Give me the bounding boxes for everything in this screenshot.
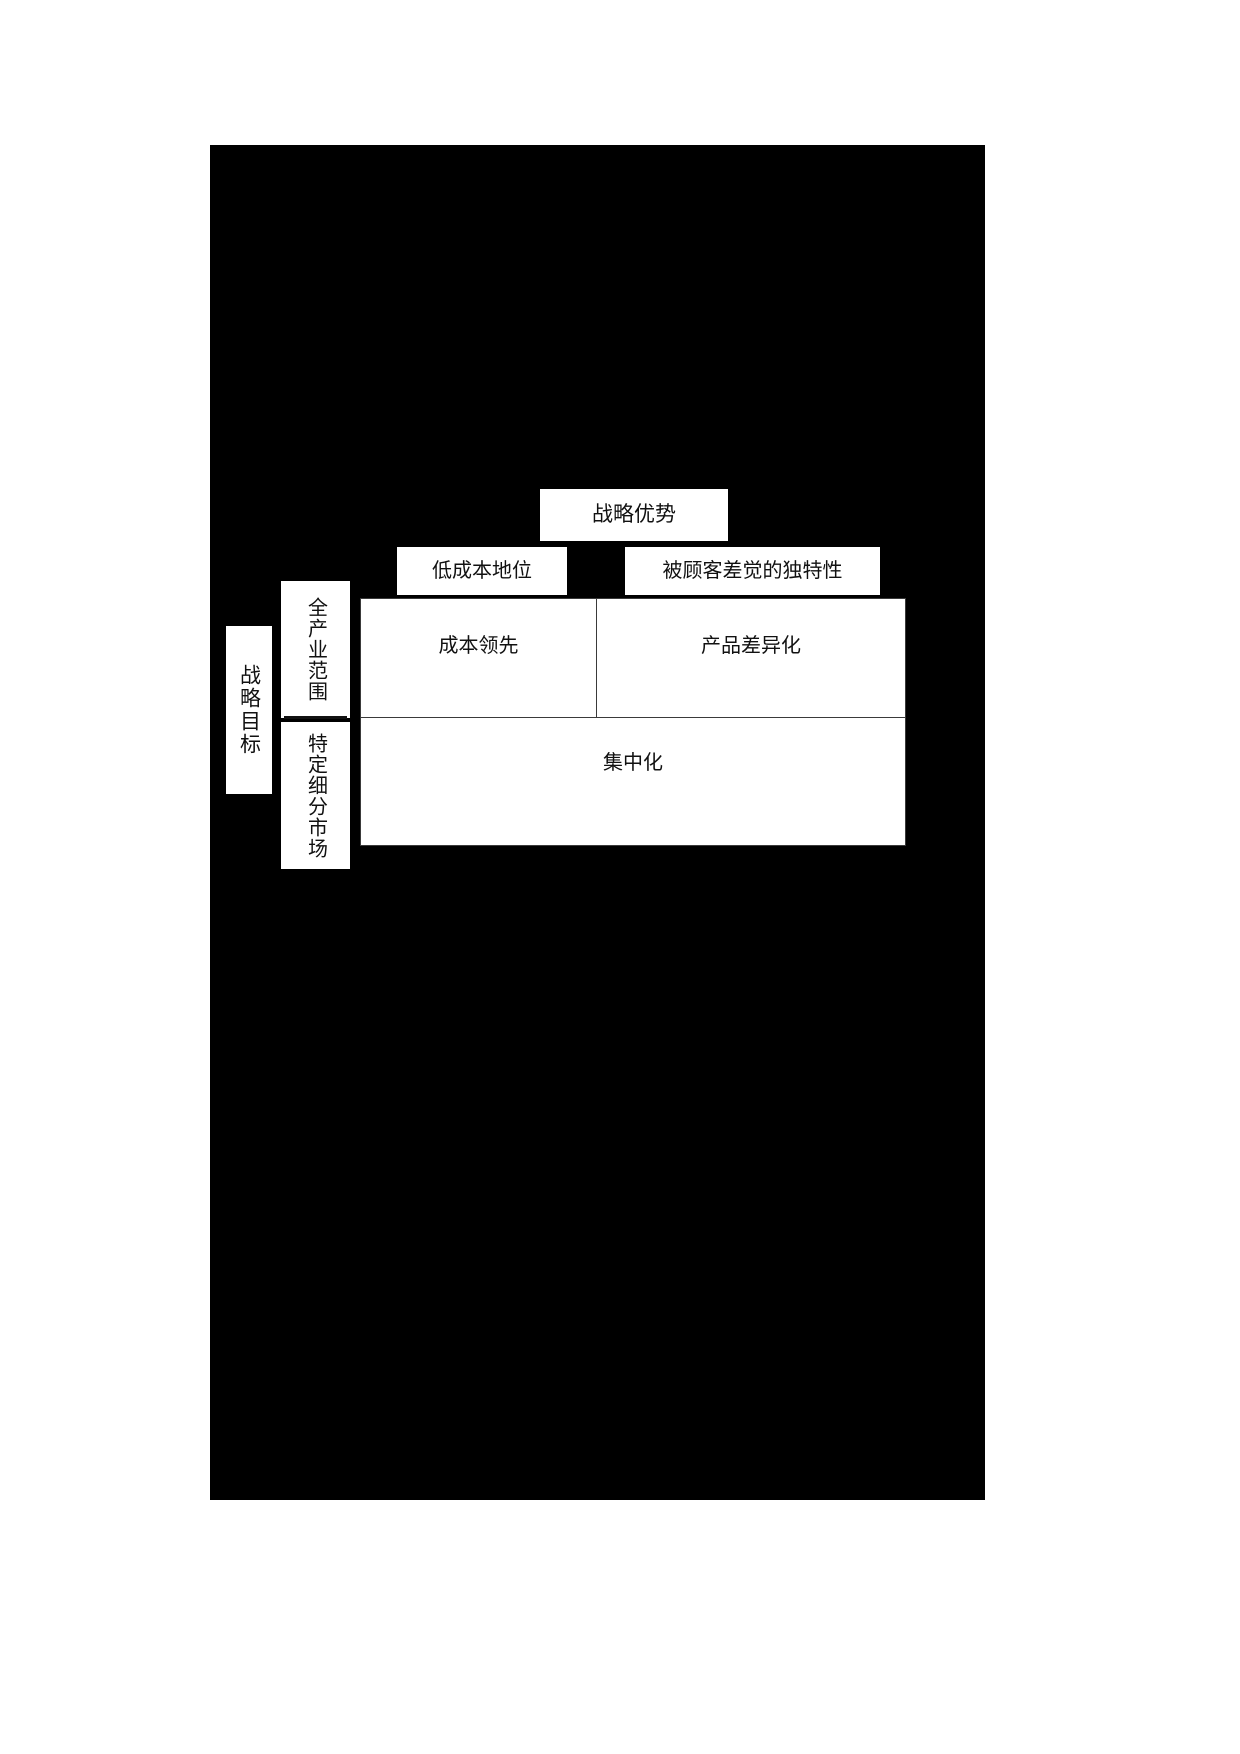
column-header-perceived-uniqueness: 被顾客差觉的独特性 xyxy=(625,547,880,595)
axis-label-strategic-target-text: 战略目标 xyxy=(237,664,262,756)
matrix-cell-focus: 集中化 xyxy=(361,718,905,845)
strategy-matrix: 成本领先 产品差异化 集中化 xyxy=(360,598,906,846)
column-header-low-cost-position: 低成本地位 xyxy=(397,547,567,595)
column-header-perceived-uniqueness-label: 被顾客差觉的独特性 xyxy=(662,560,843,582)
matrix-cell-differentiation: 产品差异化 xyxy=(597,599,905,717)
row-header-broad-industry-scope: 全产业范围 xyxy=(281,581,350,718)
axis-label-strategic-target: 战略目标 xyxy=(226,626,272,794)
matrix-row-broad: 成本领先 产品差异化 xyxy=(361,599,905,718)
row-header-specific-segment: 特定细分市场 xyxy=(281,722,350,869)
matrix-cell-focus-label: 集中化 xyxy=(603,752,663,774)
row-header-divider xyxy=(284,716,347,719)
row-header-specific-segment-label: 特定细分市场 xyxy=(304,732,327,859)
strategic-advantage-header: 战略优势 xyxy=(540,489,728,541)
column-header-low-cost-position-label: 低成本地位 xyxy=(432,560,532,582)
strategic-advantage-label: 战略优势 xyxy=(592,502,676,527)
matrix-cell-cost-leadership-label: 成本领先 xyxy=(438,635,519,657)
matrix-cell-differentiation-label: 产品差异化 xyxy=(701,635,801,657)
matrix-cell-cost-leadership: 成本领先 xyxy=(361,599,597,717)
row-header-broad-industry-scope-label: 全产业范围 xyxy=(304,597,327,702)
matrix-row-narrow: 集中化 xyxy=(361,718,905,845)
